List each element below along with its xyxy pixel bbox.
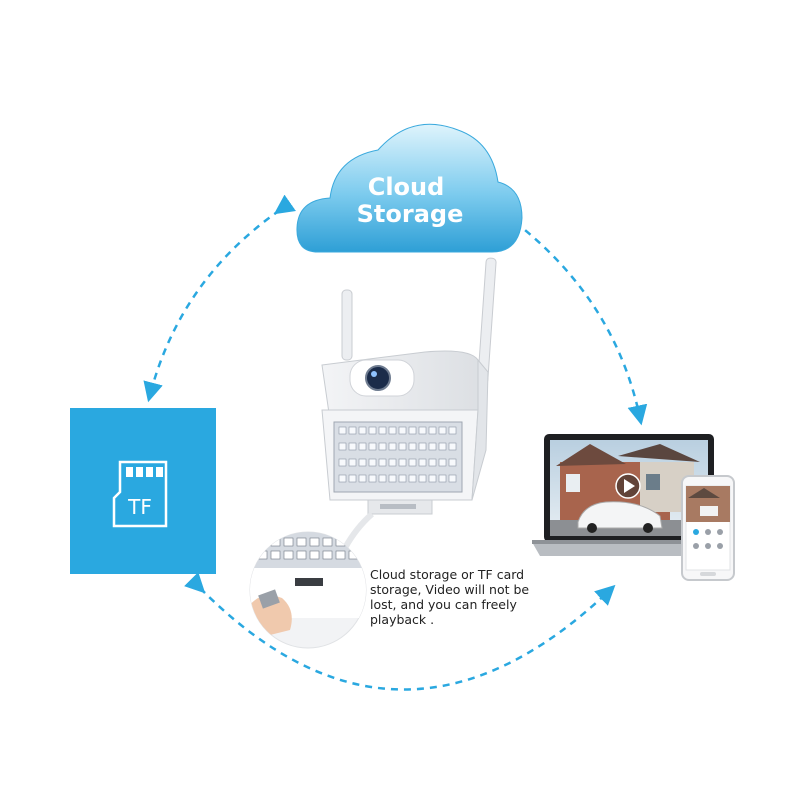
closeup-led-dot bbox=[296, 537, 307, 547]
caption-line-3: lost, and you can freely bbox=[370, 597, 517, 612]
led-dot bbox=[438, 426, 447, 435]
led-dot bbox=[438, 474, 447, 483]
led-dot bbox=[358, 474, 367, 483]
led-dot bbox=[428, 474, 437, 483]
closeup-led-dot bbox=[322, 550, 333, 560]
led-dot bbox=[398, 458, 407, 467]
closeup-led-dot bbox=[309, 537, 320, 547]
tf-slot-closeup-image bbox=[249, 531, 367, 649]
closeup-led-dot bbox=[257, 537, 268, 547]
led-array bbox=[338, 426, 457, 483]
led-dot bbox=[338, 426, 347, 435]
caption-line-1: Cloud storage or TF card bbox=[370, 567, 525, 582]
led-dot bbox=[398, 442, 407, 451]
led-dot bbox=[448, 458, 457, 467]
led-dot bbox=[368, 458, 377, 467]
caption-line-4: playback . bbox=[370, 612, 435, 627]
led-dot bbox=[428, 426, 437, 435]
led-dot bbox=[358, 426, 367, 435]
arrow-cloud-to-laptop bbox=[498, 206, 648, 426]
led-dot bbox=[358, 458, 367, 467]
led-dot bbox=[368, 474, 377, 483]
led-dot bbox=[368, 426, 377, 435]
smartphone-image bbox=[681, 475, 735, 581]
closeup-led-dot bbox=[335, 537, 346, 547]
led-dot bbox=[388, 426, 397, 435]
led-dot bbox=[338, 458, 347, 467]
led-dot bbox=[418, 474, 427, 483]
cloud-label-line2: Storage bbox=[357, 200, 464, 228]
arrow-tf-to-laptop bbox=[184, 572, 616, 691]
led-dot bbox=[388, 458, 397, 467]
caption-text: Cloud storage or TF card storage, Video … bbox=[370, 567, 545, 627]
closeup-led-dot bbox=[335, 550, 346, 560]
led-dot bbox=[348, 458, 357, 467]
closeup-led-dot bbox=[270, 550, 281, 560]
led-dot bbox=[418, 442, 427, 451]
led-dot bbox=[418, 458, 427, 467]
led-dot bbox=[358, 442, 367, 451]
led-dot bbox=[398, 426, 407, 435]
arrow-cloud-to-tf bbox=[143, 194, 296, 403]
cloud-storage-icon: Cloud Storage bbox=[296, 123, 523, 253]
led-dot bbox=[448, 442, 457, 451]
led-dot bbox=[378, 458, 387, 467]
led-dot bbox=[428, 458, 437, 467]
camera-lens bbox=[365, 365, 391, 391]
led-dot bbox=[408, 426, 417, 435]
tf-card-label: TF bbox=[127, 495, 152, 519]
led-dot bbox=[448, 426, 457, 435]
led-dot bbox=[408, 442, 417, 451]
caption-line-2: storage, Video will not be bbox=[370, 582, 530, 597]
security-camera-image bbox=[321, 257, 497, 550]
cloud-label-line1: Cloud bbox=[368, 173, 445, 201]
led-dot bbox=[408, 458, 417, 467]
closeup-led-dot bbox=[283, 550, 294, 560]
tf-card-icon bbox=[112, 460, 168, 528]
led-dot bbox=[438, 442, 447, 451]
led-dot bbox=[418, 426, 427, 435]
led-dot bbox=[378, 442, 387, 451]
led-dot bbox=[348, 426, 357, 435]
led-dot bbox=[388, 442, 397, 451]
closeup-led-dot bbox=[296, 550, 307, 560]
led-dot bbox=[368, 442, 377, 451]
tf-card-panel: TF bbox=[70, 408, 216, 574]
led-dot bbox=[348, 442, 357, 451]
led-dot bbox=[388, 474, 397, 483]
led-dot bbox=[408, 474, 417, 483]
closeup-led-dot bbox=[309, 550, 320, 560]
led-dot bbox=[378, 474, 387, 483]
closeup-led-dot bbox=[322, 537, 333, 547]
led-dot bbox=[378, 426, 387, 435]
led-dot bbox=[398, 474, 407, 483]
led-dot bbox=[438, 458, 447, 467]
led-dot bbox=[338, 442, 347, 451]
closeup-led-dot bbox=[283, 537, 294, 547]
led-dot bbox=[338, 474, 347, 483]
closeup-led-dot bbox=[270, 537, 281, 547]
led-dot bbox=[428, 442, 437, 451]
led-dot bbox=[448, 474, 457, 483]
led-dot bbox=[348, 474, 357, 483]
